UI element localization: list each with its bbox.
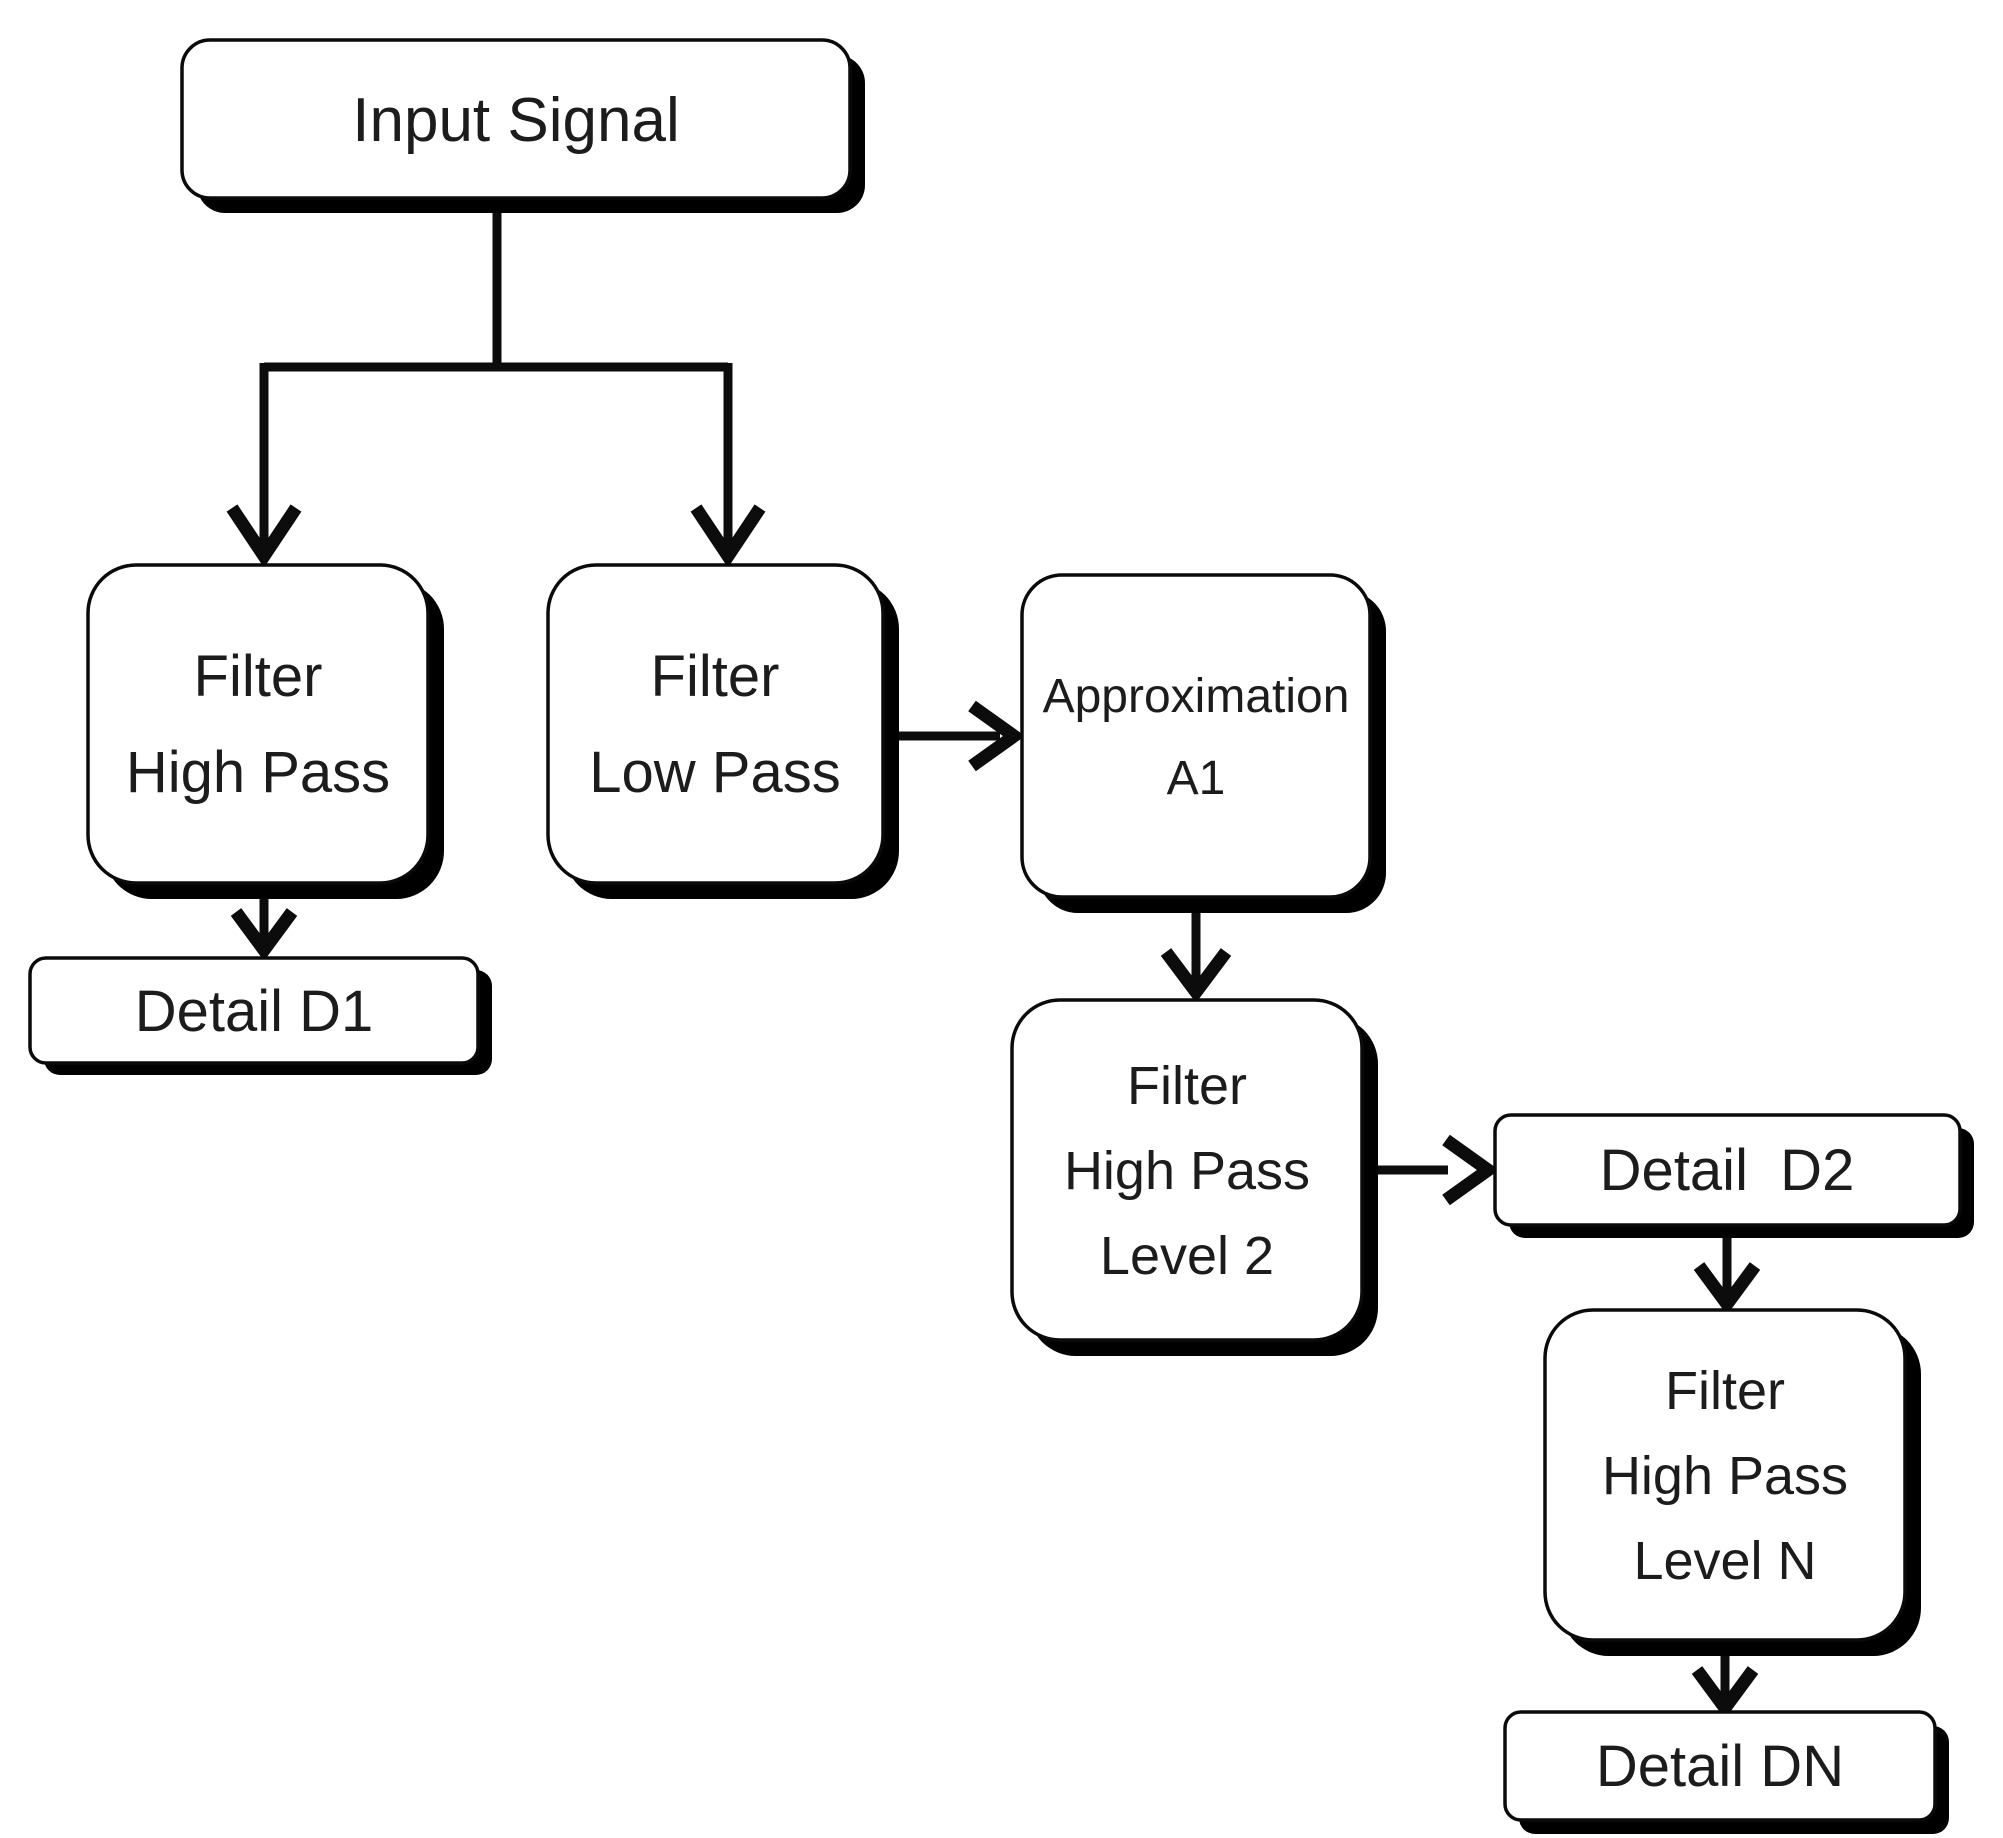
edge-split-to-high-pass-arrowhead — [226, 504, 302, 568]
detail-d1-node — [28, 956, 480, 1065]
detail-d1-label: Detail D1 — [135, 979, 374, 1044]
approximation-a1-node — [1020, 573, 1372, 899]
detail-dn-label: Detail DN — [1596, 1734, 1844, 1799]
edge-leveln-to-detail-dn-arrowhead — [1691, 1666, 1759, 1719]
filter-low-pass-label-line1: Filter — [651, 644, 780, 709]
edge-low-pass-to-approximation-arrowhead — [968, 700, 1026, 772]
filter-high-pass-level2-label-line3: Level 2 — [1100, 1226, 1274, 1286]
edge-approximation-to-level2-arrowhead — [1160, 948, 1232, 1003]
edge-detail-d2-to-leveln-arrowhead — [1693, 1262, 1761, 1315]
input-signal-node — [180, 38, 852, 200]
edge-high-pass-to-detail-d1-arrowhead — [230, 908, 298, 961]
filter-high-pass-leveln-label-line2: High Pass — [1602, 1446, 1848, 1506]
filter-high-pass-label-line1: Filter — [194, 644, 323, 709]
approximation-a1-label-line2: A1 — [1167, 752, 1226, 805]
filter-low-pass-node — [546, 563, 885, 885]
detail-d2-node — [1493, 1113, 1962, 1227]
edge-level2-to-detail-d2-arrowhead — [1442, 1134, 1500, 1206]
detail-d2-label: Detail D2 — [1600, 1138, 1855, 1203]
filter-high-pass-node — [86, 563, 430, 885]
approximation-a1-label-line1: Approximation — [1043, 670, 1350, 723]
filter-high-pass-level2-label-line1: Filter — [1127, 1056, 1247, 1116]
edge-split-to-low-pass-arrowhead — [690, 504, 766, 568]
input-signal-label: Input Signal — [352, 86, 679, 155]
filter-high-pass-leveln-label-line1: Filter — [1665, 1361, 1785, 1421]
detail-dn-node — [1503, 1710, 1937, 1822]
filter-high-pass-leveln-node — [1543, 1308, 1907, 1642]
filter-high-pass-level2-node — [1010, 998, 1364, 1342]
filter-high-pass-leveln-label-line3: Level N — [1633, 1531, 1816, 1591]
filter-high-pass-level2-label-line2: High Pass — [1064, 1141, 1310, 1201]
filter-high-pass-label-line2: High Pass — [126, 740, 390, 805]
edge-input-split-trunk — [264, 198, 728, 372]
filter-low-pass-label-line2: Low Pass — [589, 740, 840, 805]
